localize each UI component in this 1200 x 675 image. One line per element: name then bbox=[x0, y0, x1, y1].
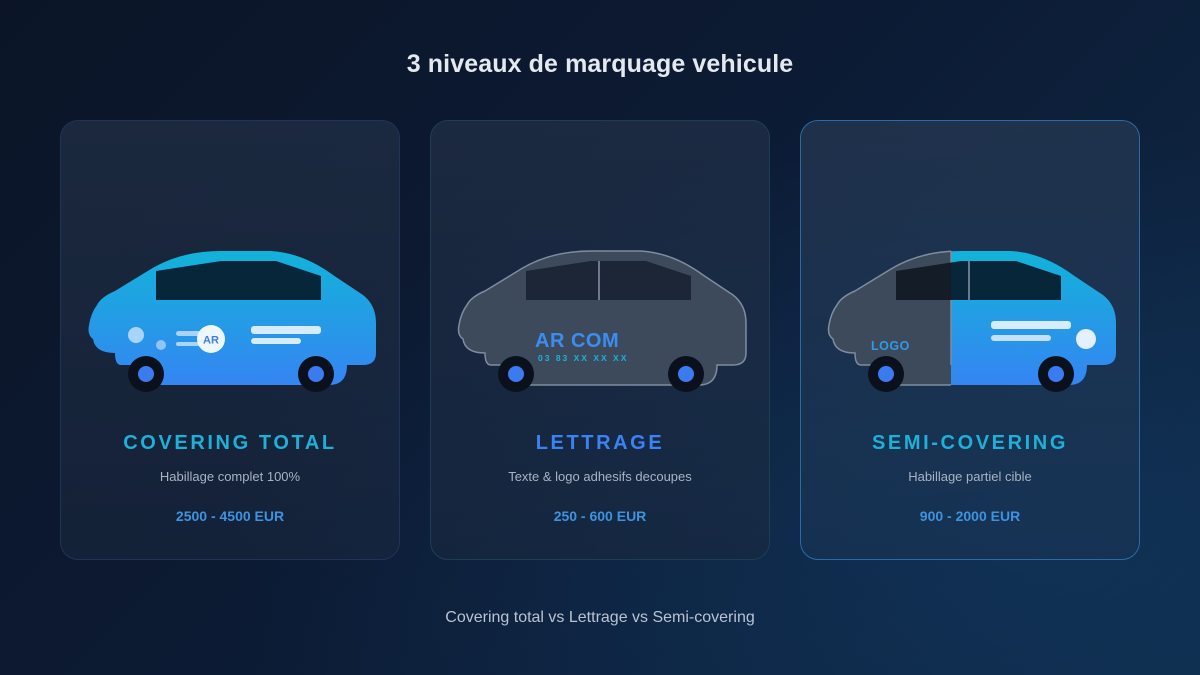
wheel-rear bbox=[1038, 356, 1074, 392]
car-window-wrapped bbox=[951, 261, 1061, 300]
wheel-front bbox=[128, 356, 164, 392]
card-description: Habillage partiel cible bbox=[908, 469, 1032, 484]
wheel-rear bbox=[668, 356, 704, 392]
footer-caption: Covering total vs Lettrage vs Semi-cover… bbox=[445, 609, 755, 626]
text-stripe bbox=[991, 321, 1071, 329]
car-full-wrap-illustration: AR bbox=[88, 251, 376, 392]
speed-line bbox=[176, 342, 201, 346]
wheel-front bbox=[498, 356, 534, 392]
logo-badge-text: AR bbox=[203, 335, 219, 347]
card-name: SEMI-COVERING bbox=[871, 432, 1069, 454]
text-stripe bbox=[251, 326, 321, 334]
car-window bbox=[526, 261, 691, 300]
card-name: LETTRAGE bbox=[535, 432, 665, 454]
brand-lettering: AR COM bbox=[535, 330, 619, 352]
page-title: 3 niveaux de marquage vehicule bbox=[406, 50, 794, 78]
card-price: 250 - 600 EUR bbox=[553, 508, 647, 524]
card-lettrage: AR COM 03 83 XX XX XX LETTRAGE Texte & l… bbox=[430, 120, 770, 560]
text-stripe bbox=[991, 335, 1051, 341]
car-lettering-illustration: AR COM 03 83 XX XX XX bbox=[457, 250, 747, 392]
headlight-dot bbox=[128, 327, 144, 343]
card-name: COVERING TOTAL bbox=[123, 432, 337, 454]
card-description: Texte & logo adhesifs decoupes bbox=[508, 469, 692, 484]
card-covering-total: AR COVERING TOTAL Habillage complet 100%… bbox=[60, 120, 400, 560]
card-description: Habillage complet 100% bbox=[159, 469, 301, 484]
text-stripe bbox=[251, 338, 301, 344]
card-semi-covering: LOGO SEMI-COVERING Habillage partiel cib… bbox=[800, 120, 1140, 560]
logo-badge bbox=[197, 325, 225, 353]
wheel-front bbox=[868, 356, 904, 392]
car-window-bare bbox=[896, 262, 951, 300]
card-price: 900 - 2000 EUR bbox=[919, 508, 1021, 524]
card-price: 2500 - 4500 EUR bbox=[175, 508, 285, 524]
car-partial-wrap-illustration: LOGO bbox=[827, 250, 1116, 392]
headlight-dot-small bbox=[156, 340, 166, 350]
phone-lettering: 03 83 XX XX XX bbox=[538, 353, 628, 363]
wheel-rear bbox=[298, 356, 334, 392]
headlight bbox=[1076, 329, 1096, 349]
car-window bbox=[156, 261, 321, 300]
logo-lettering: LOGO bbox=[871, 339, 910, 353]
